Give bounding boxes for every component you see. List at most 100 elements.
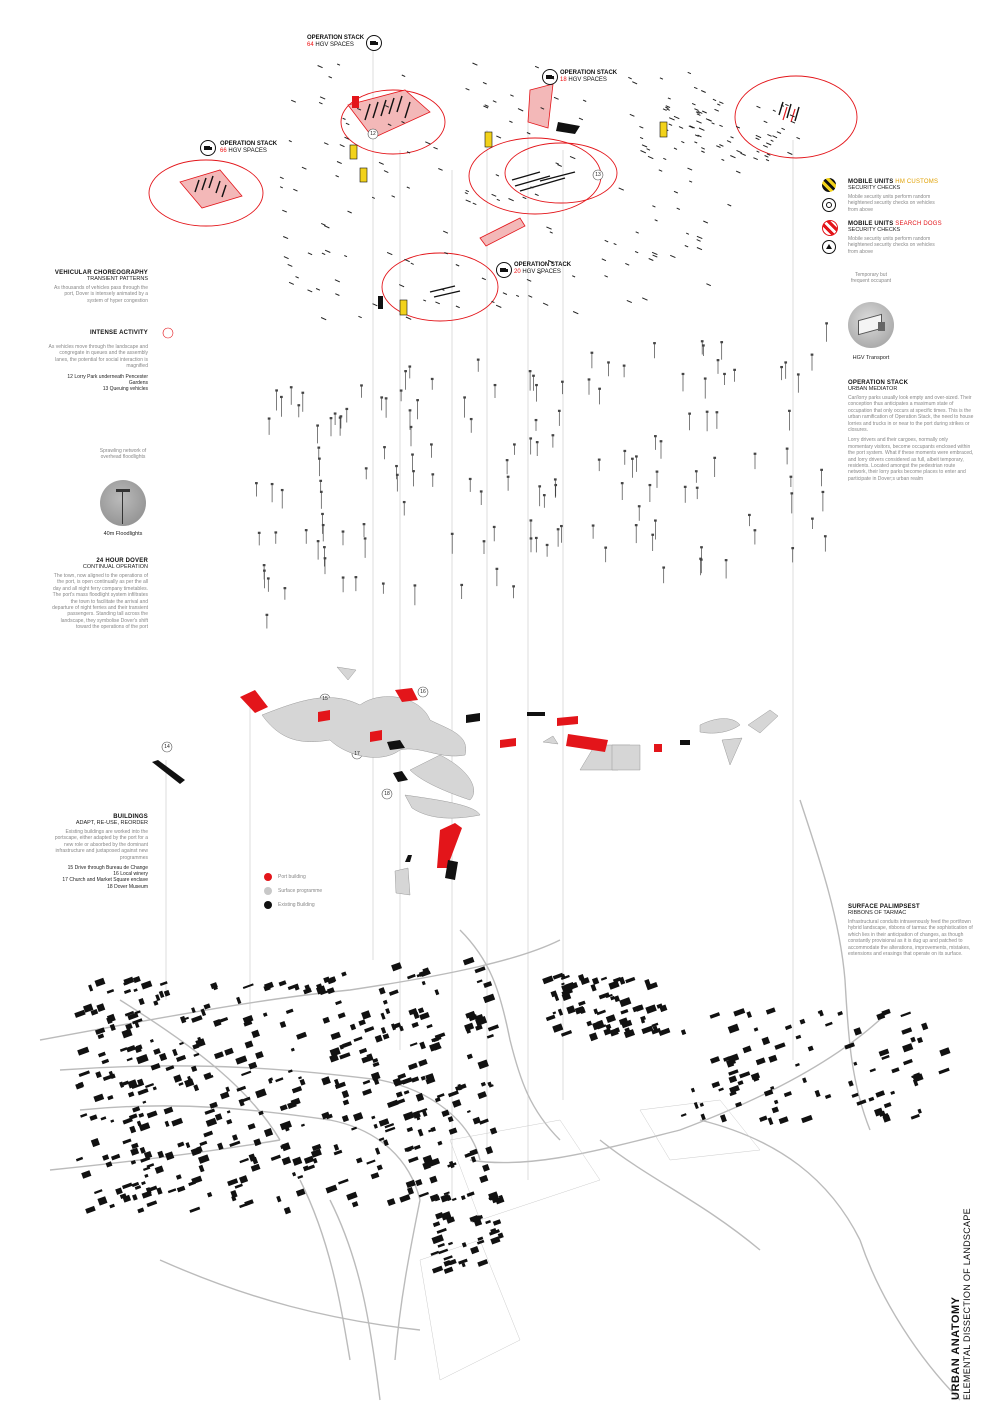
vehicle [765, 142, 772, 146]
town-building [384, 1126, 396, 1133]
town-building [883, 1102, 892, 1109]
mobile-subtitle: SECURITY CHECKS [848, 185, 901, 191]
town-building [342, 1099, 350, 1106]
town-building [452, 1099, 462, 1108]
vehicle [641, 297, 648, 301]
town-building [270, 1154, 281, 1162]
town-building [726, 1059, 735, 1068]
buildings-subtitle: ADAPT, RE-USE, REORDER [75, 820, 148, 826]
town-building [258, 1110, 264, 1116]
town-building [247, 1123, 256, 1130]
vehicle [465, 87, 470, 91]
floodlight-head [789, 475, 793, 478]
vehicle [279, 186, 284, 189]
vehicle [555, 162, 560, 165]
town-building [296, 1031, 307, 1040]
town-building [106, 1016, 113, 1025]
town-building [735, 1101, 743, 1108]
town-building [361, 1056, 370, 1064]
town-building [179, 1015, 187, 1024]
town-building [82, 1003, 94, 1013]
floodlight-head [316, 424, 319, 427]
town-building [227, 1178, 239, 1187]
town-building [137, 1088, 149, 1096]
town-building [131, 1142, 139, 1150]
town-building [205, 1117, 218, 1127]
town-building [784, 1024, 793, 1031]
vehicle [663, 157, 667, 161]
town-building [482, 1163, 490, 1172]
town-building [566, 983, 571, 988]
town-building [119, 1193, 127, 1199]
town-building [106, 989, 115, 994]
vehicle [604, 275, 609, 278]
town-building [474, 966, 486, 974]
town-building [578, 1000, 586, 1007]
floodlight-head [450, 532, 454, 535]
town-building [461, 1262, 466, 1268]
town-building [441, 1109, 450, 1117]
town-building [144, 1173, 149, 1178]
floodlight-head [597, 458, 601, 461]
town-building [435, 1212, 444, 1220]
town-building [417, 1007, 425, 1014]
vehicular-block: VEHICULAR CHOREOGRAPHY TRANSIENT PATTERN… [48, 270, 148, 304]
floodlight-head [506, 475, 510, 478]
vehicle [372, 303, 378, 307]
town-building [380, 1026, 387, 1034]
town-building [185, 1142, 191, 1149]
town-building [251, 1029, 261, 1039]
vehicle [719, 101, 724, 105]
town-building [199, 1140, 208, 1147]
vehicle [321, 252, 326, 256]
floodlight-head [683, 485, 687, 488]
town-building [612, 976, 622, 983]
stack-count: 18 [560, 77, 567, 83]
floodlight-photo [100, 480, 146, 526]
vehicle [673, 147, 678, 150]
town-building [566, 1005, 576, 1015]
town-building [351, 1126, 358, 1131]
town-building [297, 1174, 304, 1180]
town-building [443, 1191, 450, 1196]
floodlight-head [363, 537, 367, 540]
marker-label-14: 14 [164, 744, 170, 750]
truck-icon [366, 35, 382, 51]
vehicle [730, 155, 736, 159]
floodlight-head [316, 540, 320, 543]
town-building [483, 993, 496, 1004]
town-building [196, 1145, 203, 1153]
floodlight-head [493, 383, 497, 387]
town-building [773, 1099, 779, 1105]
town-building [178, 1082, 184, 1086]
town-building [437, 1243, 445, 1248]
town-building [718, 1087, 724, 1092]
town-building [802, 1077, 807, 1084]
floodlight-head [512, 585, 515, 588]
intense-list-item: 12 Lorry Park underneath Pencester Garde… [67, 373, 148, 386]
vehicle [536, 271, 541, 274]
town-building [466, 1110, 471, 1114]
floodlight-head [413, 584, 417, 587]
town-building [191, 1175, 203, 1185]
vehicle [726, 140, 732, 143]
town-building [132, 1106, 141, 1113]
town-building [848, 1080, 854, 1087]
vehicle [678, 126, 684, 129]
floodlight-head [590, 351, 594, 354]
town-building [386, 1198, 396, 1207]
town-building [391, 1023, 397, 1031]
floodlight-head [654, 435, 657, 438]
floodlight-head [654, 519, 657, 522]
town-building [107, 1095, 114, 1101]
town-building [283, 1206, 292, 1215]
town-building [135, 1044, 143, 1051]
town-building [912, 1073, 924, 1083]
town-building [75, 1156, 84, 1162]
town-building [472, 1116, 481, 1125]
floodlight-head [319, 490, 323, 493]
town-building [105, 1161, 113, 1168]
town-building [878, 1048, 890, 1057]
vehicle [334, 279, 341, 283]
vehicle [371, 196, 376, 199]
